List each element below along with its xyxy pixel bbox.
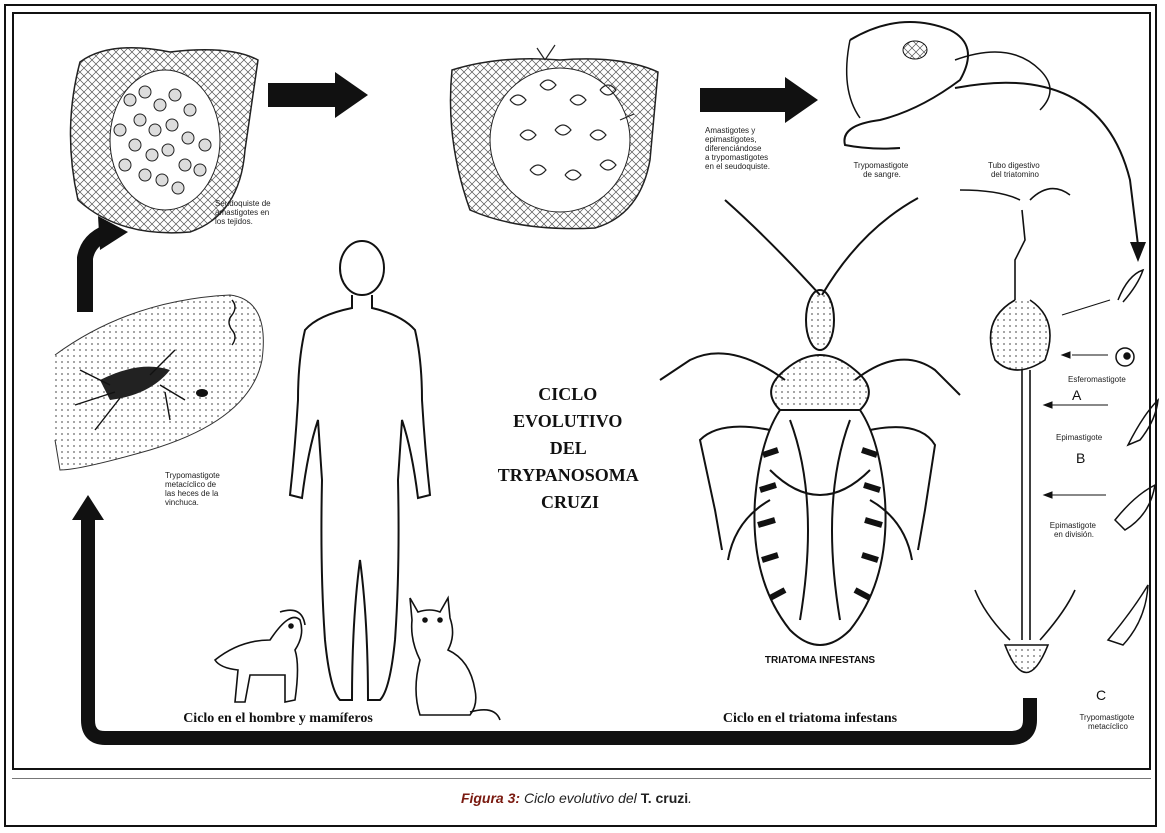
- tissue-differentiation-illustration: [450, 45, 658, 229]
- label-stage-a: A: [1072, 387, 1082, 403]
- label-tubo-digestivo: Tubo digestivo del triatomino: [988, 161, 1042, 179]
- label-trypo-metaciclico: Trypomastigote metacíclico: [1079, 713, 1136, 731]
- label-triatoma: TRIATOMA INFESTANS: [765, 655, 876, 666]
- arrow-up-left: [85, 216, 128, 312]
- triatoma-infestans-illustration: [660, 198, 960, 645]
- arrow-cycle-head: [72, 495, 104, 520]
- label-epimastigote-div: Epimastigote en división.: [1050, 521, 1098, 539]
- diagram-title: CICLO EVOLUTIVO DEL TRYPANOSOMA CRUZI: [498, 384, 643, 512]
- label-ciclo-hombre: Ciclo en el hombre y mamíferos: [183, 711, 373, 726]
- caption-suffix: .: [688, 790, 692, 806]
- figure-caption: Figura 3: Ciclo evolutivo del T. cruzi.: [0, 790, 1153, 806]
- label-stage-c: C: [1096, 687, 1106, 703]
- label-seudoquiste: Seudoquiste de amastigotes en los tejido…: [215, 199, 273, 226]
- caption-species: T. cruzi: [641, 790, 688, 806]
- arrow-curve-head: [1130, 242, 1146, 262]
- caption-prefix: Figura 3:: [461, 790, 520, 806]
- human-silhouette: [290, 241, 430, 700]
- dog-illustration: [215, 610, 305, 702]
- label-ciclo-triatoma: Ciclo en el triatoma infestans: [723, 711, 898, 726]
- bug-on-skin-illustration: [55, 295, 263, 470]
- digestive-tube-illustration: [960, 189, 1075, 673]
- arrow-right-2: [700, 77, 818, 123]
- label-trypo-heces: Trypomastigote metacíclico de las heces …: [165, 471, 222, 507]
- label-esferomastigote: Esferomastigote: [1068, 375, 1126, 384]
- label-amastigotes-diff: Amastigotes y epimastigotes, diferencián…: [705, 126, 770, 171]
- arrow-curve-to-stages: [955, 83, 1138, 245]
- blood-trypomastigote-illustration: [844, 22, 1050, 149]
- label-trypo-sangre: Trypomastigote de sangre.: [853, 161, 910, 179]
- label-stage-b: B: [1076, 450, 1085, 466]
- caption-middle: Ciclo evolutivo del: [520, 790, 641, 806]
- stage-organisms: [1108, 270, 1158, 645]
- arrow-right-1: [268, 72, 368, 118]
- cat-illustration: [410, 598, 500, 720]
- label-epimastigote: Epimastigote: [1056, 433, 1103, 442]
- arrow-cycle-bottom: [88, 520, 1030, 738]
